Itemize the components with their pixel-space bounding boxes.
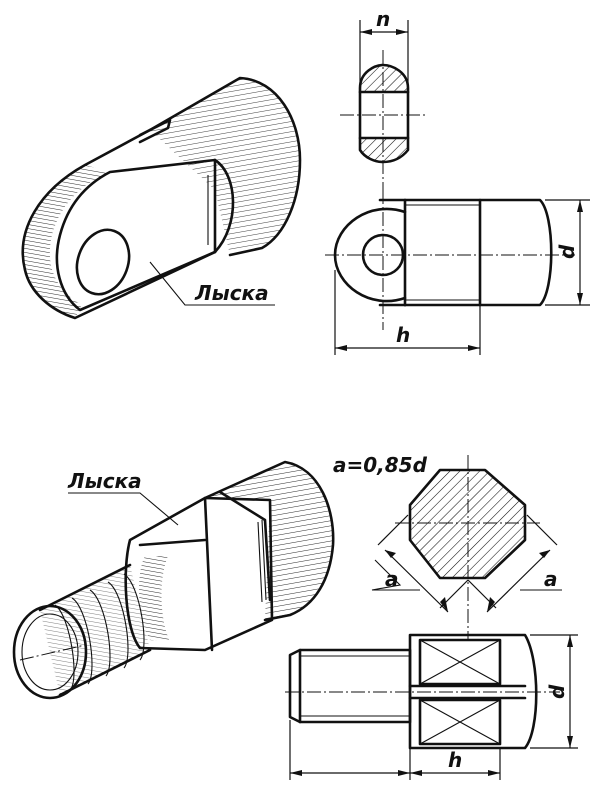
fork-section-view <box>340 20 425 195</box>
flat-label-top: Лыска <box>194 281 269 305</box>
dim-h-bottom-label: h <box>448 748 462 772</box>
flat-label-bottom: Лыска <box>67 469 142 493</box>
dim-d-top-label: d <box>555 244 579 259</box>
dim-a-left-label: a <box>385 567 399 591</box>
dim-h-top-label: h <box>396 323 410 347</box>
dim-d-bottom-label: d <box>545 684 569 699</box>
dim-a-right-label: a <box>544 567 558 591</box>
fork-isometric-view <box>21 76 302 320</box>
threaded-isometric-view <box>12 460 335 700</box>
formula-label: a=0,85d <box>333 453 428 477</box>
dim-n-label: n <box>376 7 390 31</box>
fork-front-view <box>325 190 590 355</box>
threaded-section-view <box>371 455 562 640</box>
threaded-front-view <box>285 633 578 780</box>
